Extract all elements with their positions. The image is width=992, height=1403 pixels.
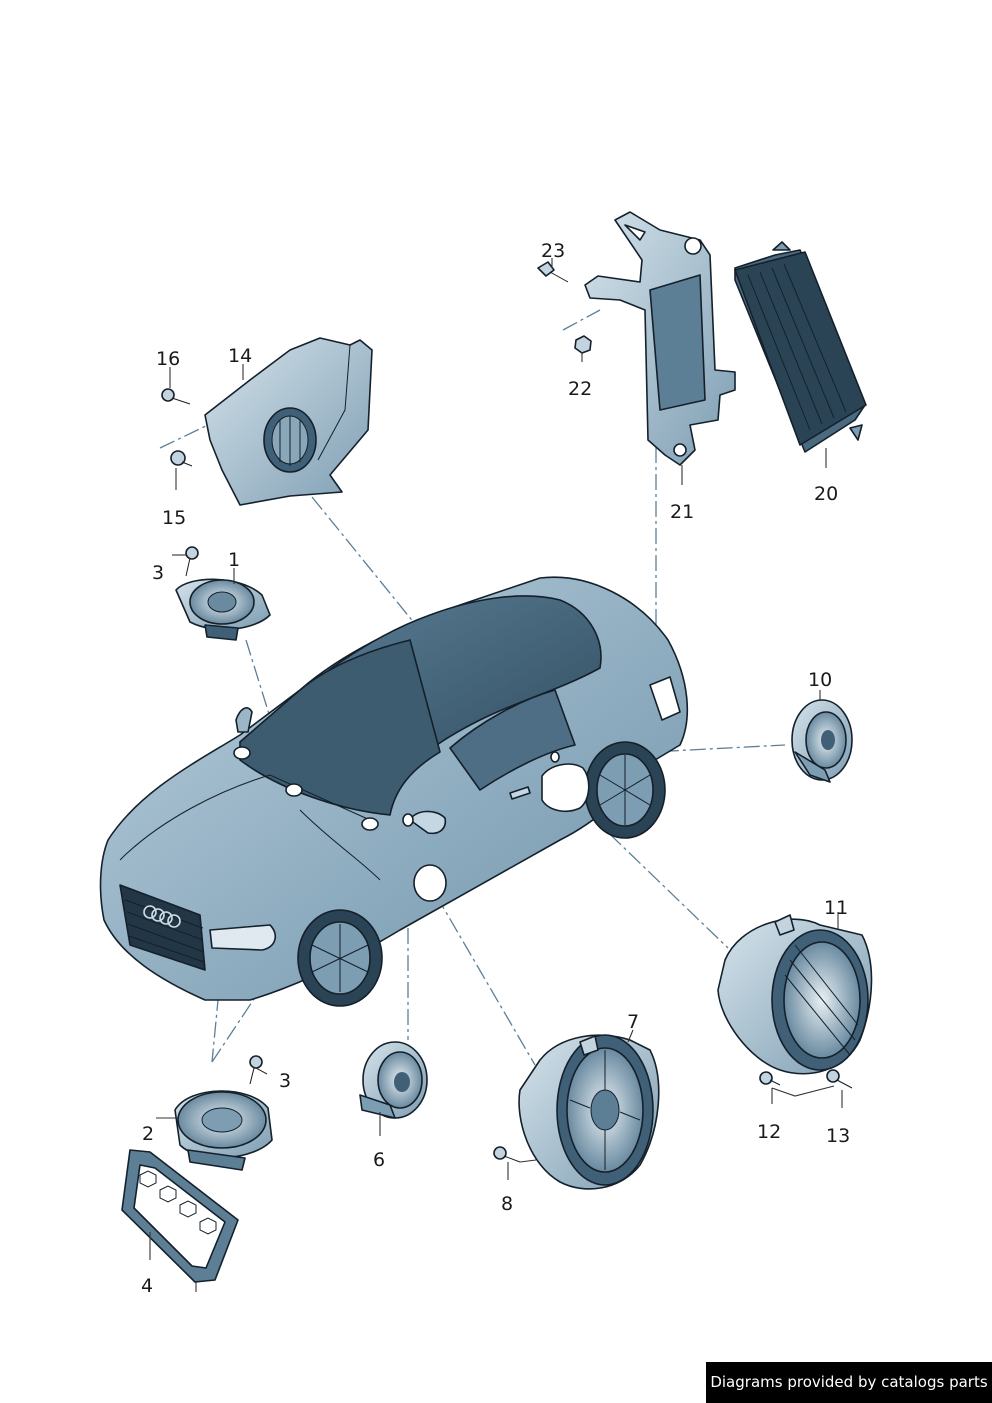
amplifier-bracket bbox=[584, 211, 736, 466]
callout-15: 15 bbox=[162, 507, 186, 529]
screw-15 bbox=[170, 450, 193, 467]
callout-10: 10 bbox=[808, 669, 832, 691]
screw-8 bbox=[493, 1146, 521, 1163]
callout-23: 23 bbox=[541, 240, 565, 262]
callout-1: 1 bbox=[228, 549, 240, 571]
speaker-2 bbox=[174, 1090, 273, 1171]
screw-12 bbox=[759, 1071, 781, 1086]
speaker-frame-4 bbox=[121, 1149, 239, 1292]
speaker-6 bbox=[359, 1041, 428, 1119]
car-badge-icon bbox=[143, 905, 181, 928]
callout-11: 11 bbox=[824, 897, 848, 919]
callout-22: 22 bbox=[568, 378, 592, 400]
callout-2: 2 bbox=[142, 1123, 154, 1145]
car-body bbox=[99, 576, 689, 1007]
rear-wheel bbox=[584, 741, 666, 839]
callout-4: 4 bbox=[141, 1275, 153, 1297]
callout-7: 7 bbox=[627, 1011, 639, 1033]
callout-3b: 3 bbox=[279, 1070, 291, 1092]
callout-12: 12 bbox=[757, 1121, 781, 1143]
callout-20: 20 bbox=[814, 483, 838, 505]
bolt-23 bbox=[537, 261, 569, 283]
speaker-1 bbox=[175, 578, 271, 641]
speaker-10 bbox=[791, 699, 853, 783]
screw-16 bbox=[161, 388, 191, 405]
nut-22 bbox=[574, 335, 592, 354]
speaker-7 bbox=[518, 1034, 660, 1190]
callout-labels: 1 3 2 3 4 6 7 8 10 11 12 13 14 15 16 20 … bbox=[141, 240, 850, 1297]
callout-8: 8 bbox=[501, 1193, 513, 1215]
leader-lines bbox=[149, 258, 843, 1260]
callout-14: 14 bbox=[228, 345, 252, 367]
screw-13 bbox=[826, 1069, 853, 1089]
speaker-11 bbox=[717, 914, 873, 1075]
subwoofer-enclosure bbox=[204, 337, 373, 506]
front-wheel bbox=[297, 909, 383, 1007]
callout-3a: 3 bbox=[152, 562, 164, 584]
callout-13: 13 bbox=[826, 1125, 850, 1147]
callout-6: 6 bbox=[373, 1149, 385, 1171]
callout-16: 16 bbox=[156, 348, 180, 370]
screw-3a bbox=[185, 546, 199, 577]
amplifier bbox=[734, 241, 867, 453]
credit-banner: Diagrams provided by catalogs parts bbox=[706, 1362, 992, 1403]
callout-21: 21 bbox=[670, 501, 694, 523]
